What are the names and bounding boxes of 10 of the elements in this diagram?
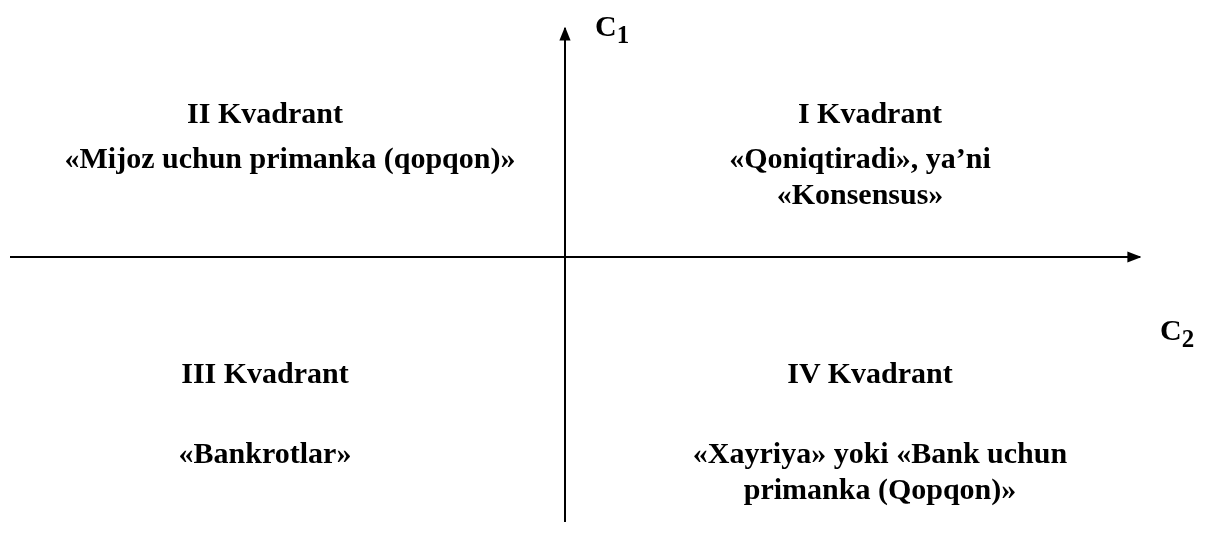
quadrant-description: «Bankrotlar» (177, 435, 353, 471)
quadrant-description: «Xayriya» yoki «Bank uchun primanka (Qopqon)» (691, 435, 1069, 507)
quadrant-title: IV Kvadrant (786, 355, 954, 391)
quadrant-description: «Mijoz uchun primanka (qopqon)» (63, 140, 517, 176)
quadrant-title: I Kvadrant (796, 95, 944, 131)
quadrant-title: II Kvadrant (186, 95, 344, 131)
quadrant-title: III Kvadrant (180, 355, 350, 391)
quadrant-description: «Qoniqtiradi», ya’ni «Konsensus» (728, 140, 992, 212)
axis-label: C$_{1}$ (595, 8, 630, 50)
axis-label: C$_{2}$ (1160, 312, 1195, 354)
